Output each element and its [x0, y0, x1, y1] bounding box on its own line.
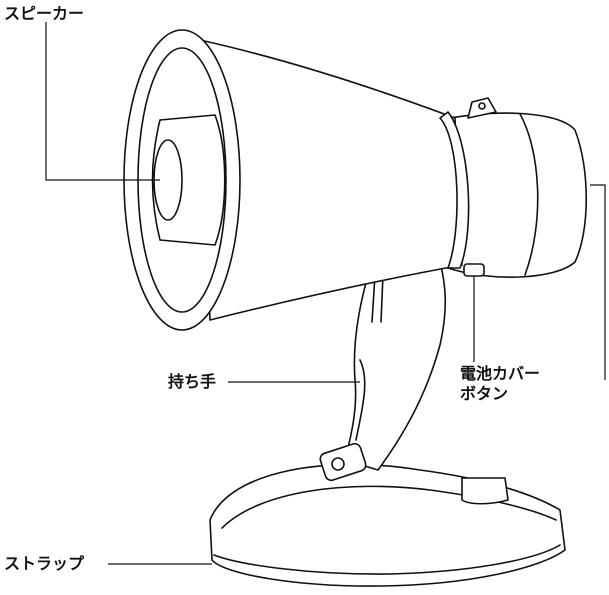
speaker-label: スピーカー: [4, 4, 85, 23]
leader-lines: [45, 22, 606, 565]
strap: [209, 463, 566, 587]
battery-cover-button-label: 電池カバー ボタン: [460, 364, 540, 404]
battery-cover-button-label-line2: ボタン: [460, 384, 509, 403]
speaker-leader: [45, 22, 160, 181]
battery-housing-leader: [590, 184, 606, 380]
handle-label: 持ち手: [168, 372, 217, 391]
megaphone-body: [123, 29, 588, 331]
strap-label: ストラップ: [4, 554, 85, 573]
handle: [319, 261, 447, 482]
battery-cover-button-label-line1: 電池カバー: [460, 364, 541, 383]
